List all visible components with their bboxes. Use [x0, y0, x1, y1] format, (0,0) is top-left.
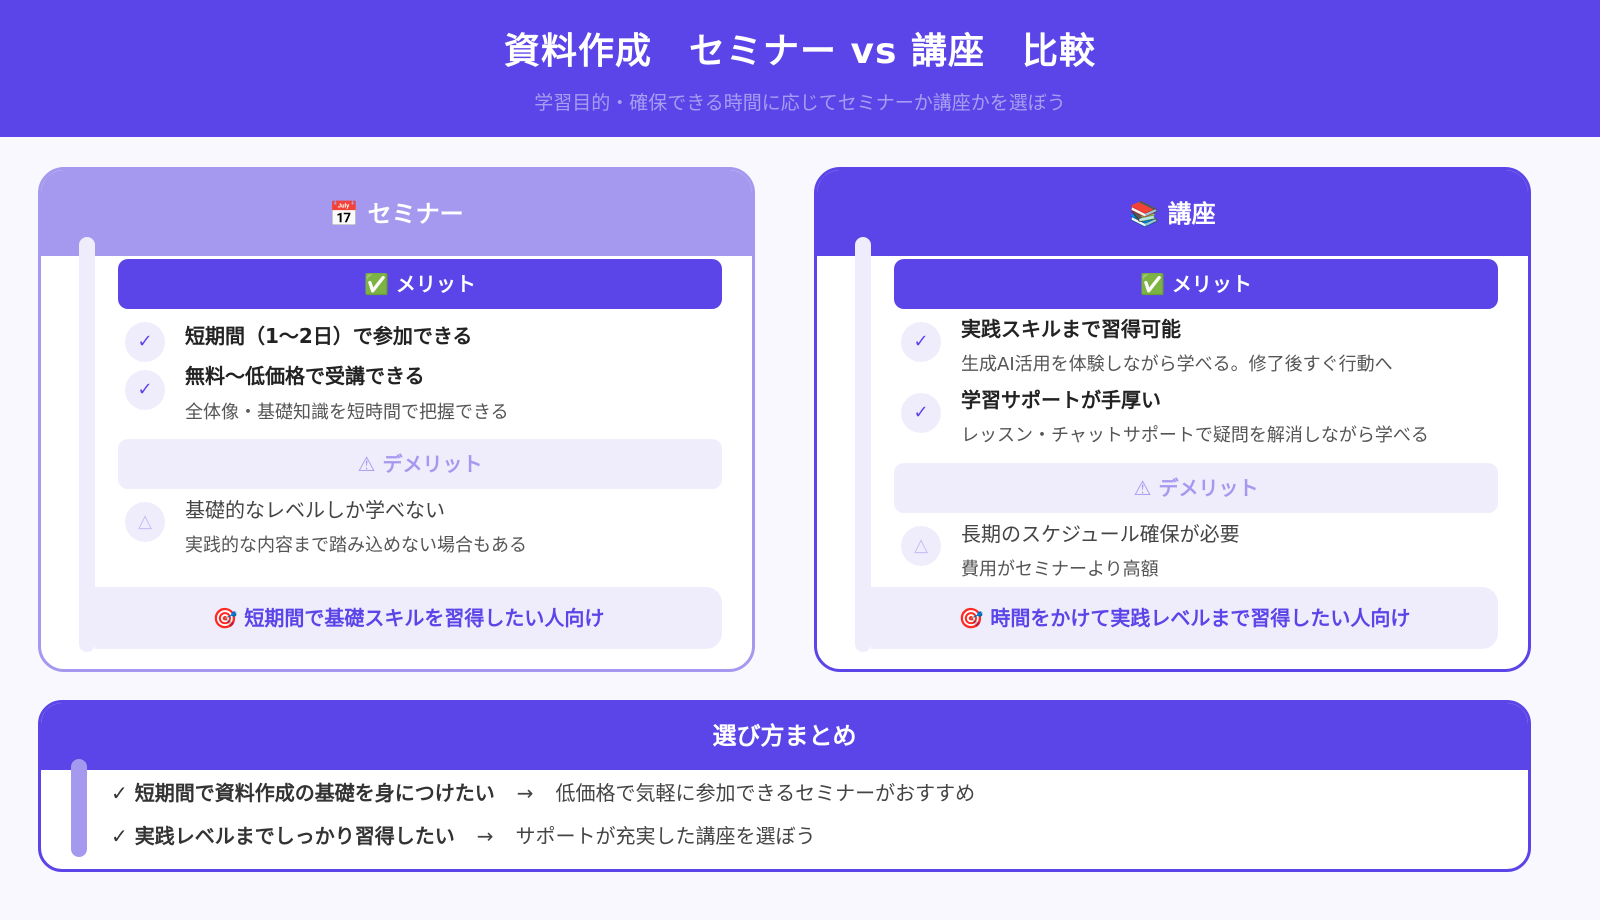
merit-desc: 生成AI活用を体験しながら学べる。修了後すぐ行動へ: [961, 354, 1393, 375]
triangle-icon: △: [901, 526, 941, 566]
target-audience: 🎯 短期間で基礎スキルを習得したい人向け: [95, 587, 722, 649]
accent-bar: [71, 759, 87, 857]
accent-bar: [79, 237, 95, 652]
course-card-title: 📚 講座: [817, 170, 1528, 256]
demerit-title: 長期のスケジュール確保が必要: [961, 522, 1240, 546]
summary-row: ✓ 短期間で資料作成の基礎を身につけたい → 低価格で気軽に参加できるセミナーがおす…: [111, 777, 975, 806]
accent-bar: [855, 237, 871, 652]
triangle-icon: △: [125, 502, 165, 542]
merit-desc: レッスン・チャットサポートで疑問を解消しながら学べる: [961, 425, 1429, 446]
demerit-heading: ⚠ デメリット: [894, 463, 1498, 513]
check-icon: ✓: [901, 322, 941, 362]
merit-title: 実践スキルまで習得可能: [961, 317, 1181, 341]
seminar-card: 📅 セミナー ✅ メリット ✓ 短期間（1〜2日）で参加できる ✓ 無料〜低価格…: [38, 167, 755, 672]
demerit-desc: 費用がセミナーより高額: [961, 559, 1159, 580]
summary-key: ✓ 実践レベルまでしっかり習得したい: [111, 824, 455, 848]
merit-desc: 全体像・基礎知識を短時間で把握できる: [185, 402, 509, 423]
summary-value: 低価格で気軽に参加できるセミナーがおすすめ: [555, 781, 976, 805]
page-title: 資料作成 セミナー vs 講座 比較: [504, 31, 1096, 72]
demerit-heading: ⚠ デメリット: [118, 439, 722, 489]
seminar-card-title: 📅 セミナー: [41, 170, 752, 256]
merit-title: 無料〜低価格で受講できる: [185, 364, 425, 388]
target-audience: 🎯 時間をかけて実践レベルまで習得したい人向け: [871, 587, 1498, 649]
summary-key: ✓ 短期間で資料作成の基礎を身につけたい: [111, 781, 495, 805]
check-icon: ✓: [901, 393, 941, 433]
page-subtitle: 学習目的・確保できる時間に応じてセミナーか講座かを選ぼう: [534, 92, 1066, 114]
summary-title: 選び方まとめ: [41, 703, 1528, 770]
arrow-icon: →: [516, 781, 534, 805]
merit-heading: ✅ メリット: [894, 259, 1498, 309]
merit-heading: ✅ メリット: [118, 259, 722, 309]
summary-value: サポートが充実した講座を選ぼう: [515, 824, 816, 848]
arrow-icon: →: [476, 824, 494, 848]
check-icon: ✓: [125, 322, 165, 362]
demerit-desc: 実践的な内容まで踏み込めない場合もある: [185, 535, 527, 556]
summary-row: ✓ 実践レベルまでしっかり習得したい → サポートが充実した講座を選ぼう: [111, 820, 816, 849]
summary-card: 選び方まとめ ✓ 短期間で資料作成の基礎を身につけたい → 低価格で気軽に参加できる…: [38, 700, 1531, 872]
merit-title: 学習サポートが手厚い: [961, 388, 1161, 412]
demerit-title: 基礎的なレベルしか学べない: [185, 498, 445, 522]
page-header: 資料作成 セミナー vs 講座 比較 学習目的・確保できる時間に応じてセミナーか…: [0, 0, 1600, 137]
course-card: 📚 講座 ✅ メリット ✓ 実践スキルまで習得可能 生成AI活用を体験しながら学…: [814, 167, 1531, 672]
check-icon: ✓: [125, 370, 165, 410]
merit-title: 短期間（1〜2日）で参加できる: [185, 324, 473, 348]
